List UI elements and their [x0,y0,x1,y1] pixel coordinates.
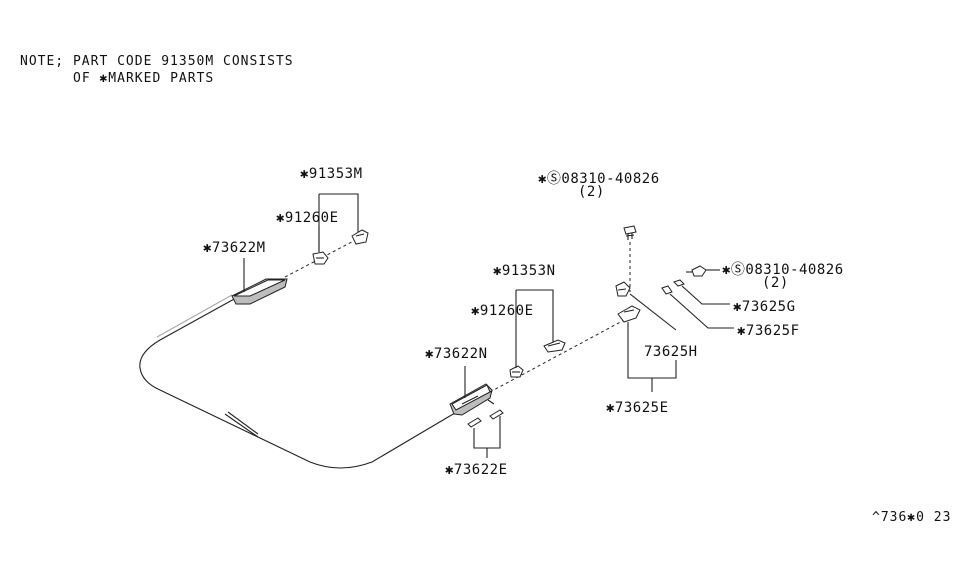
pieces-73622E [467,399,504,428]
nut-91260E-top [312,251,329,265]
leader-73625H [629,293,677,331]
bolt-08310-40826-right [686,265,707,277]
label-91260E-mid: ✱91260E [471,303,534,319]
leader-73625F [669,293,734,329]
note-line-1: NOTE; PART CODE 91350M CONSISTS [20,54,294,69]
bracket-73625H [615,281,641,323]
label-73625H: 73625H [644,344,698,360]
bolt-08310-40826-top [623,225,637,240]
leader-73625E [627,322,677,392]
label-bolt-top: ✱Ⓢ08310-40826 [538,171,660,187]
label-73622M: ✱73622M [203,240,266,256]
nut-91260E-mid [509,365,524,378]
label-73625E: ✱73625E [606,400,669,416]
label-bolt-right: ✱Ⓢ08310-40826 [722,262,844,278]
bracket-91353M [351,229,369,245]
reference-code: ^736✱0 23 [872,510,951,525]
leader-dashed-mid [489,317,629,393]
leader-73622E [473,416,501,458]
label-73622N: ✱73622N [425,346,488,362]
label-91353N: ✱91353N [493,263,556,279]
label-73622E: ✱73622E [445,462,508,478]
cable-guide-strip [224,413,259,438]
note-line-2: OF ✱MARKED PARTS [73,71,214,86]
clip-73625G [673,279,685,287]
sunroof-cable [139,297,461,469]
label-73625G: ✱73625G [733,299,796,315]
sunroof-cable-inner [156,294,233,338]
cable-end-73622N [449,383,493,416]
label-91353M: ✱91353M [300,166,363,182]
label-73625F: ✱73625F [737,323,800,339]
label-91260E-top: ✱91260E [276,210,339,226]
cable-end-73622M [231,278,288,305]
clip-73625F [661,285,673,295]
bracket-91353N [543,339,566,353]
label-bolt-top-qty: (2) [578,184,605,200]
label-bolt-right-qty: (2) [762,275,789,291]
leader-73625G [681,285,730,305]
leader-91353N [515,289,554,368]
